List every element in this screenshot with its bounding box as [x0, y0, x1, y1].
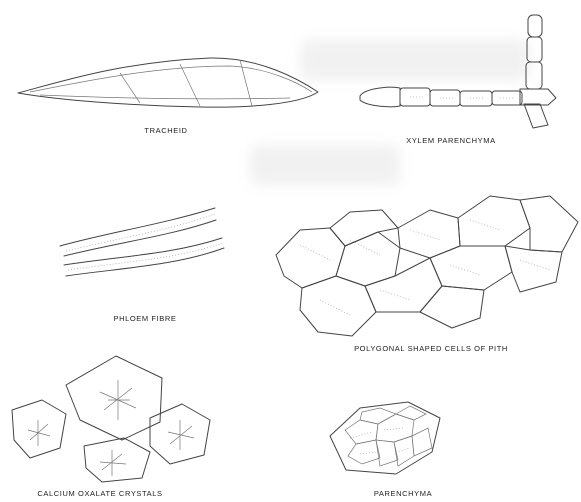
label-tracheid: TRACHEID: [144, 126, 187, 135]
label-parenchyma: PARENCHYMA: [374, 489, 432, 498]
xylem-parenchyma-drawing: [360, 15, 556, 128]
label-xylem-parenchyma: XYLEM PARENCHYMA: [406, 136, 495, 145]
label-calcium-oxalate: CALCIUM OXALATE CRYSTALS: [37, 489, 162, 498]
label-phloem-fibre: PHLOEM FIBRE: [113, 314, 176, 323]
phloem-fibre-drawing: [60, 208, 224, 276]
parenchyma-drawing: [330, 402, 440, 474]
tracheid-drawing: [18, 58, 318, 107]
pith-cells-drawing: [276, 196, 578, 336]
calcium-oxalate-drawing: [12, 356, 210, 482]
label-pith-cells: POLYGONAL SHAPED CELLS OF PITH: [354, 344, 508, 353]
